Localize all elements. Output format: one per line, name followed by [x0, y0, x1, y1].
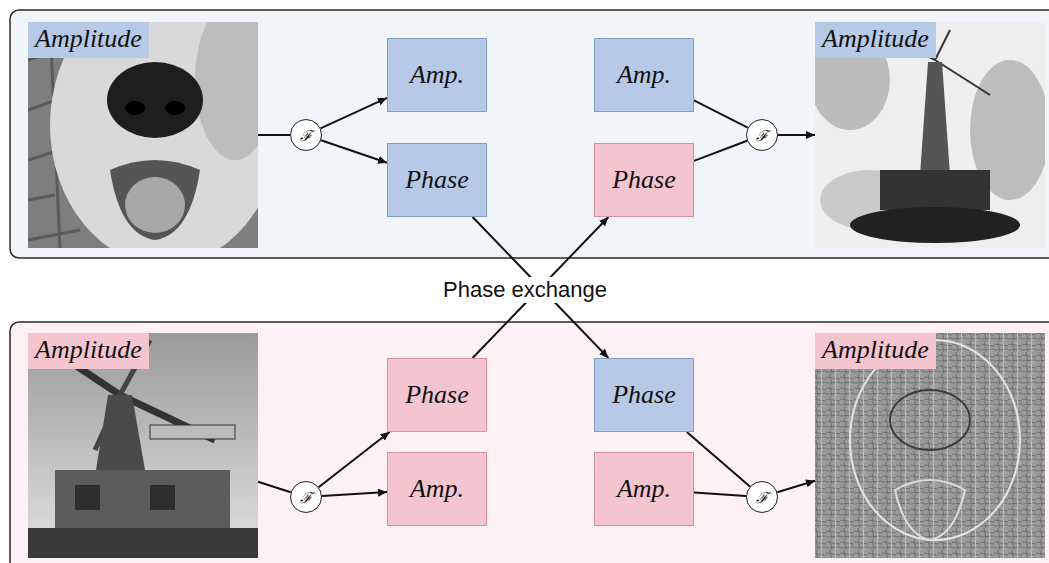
illustration-shape	[895, 480, 965, 540]
component-box: Amp.	[594, 38, 694, 112]
connector-line	[258, 134, 290, 136]
illustration-shape	[890, 390, 970, 450]
component-box: Phase	[387, 358, 487, 432]
component-box: Phase	[594, 358, 694, 432]
dog-image	[28, 22, 258, 248]
exchange-label: Phase exchange	[439, 277, 611, 303]
fourier-symbol: ℱ	[756, 125, 768, 145]
connector-arrow	[322, 492, 387, 496]
illustration-shape	[850, 207, 1020, 243]
box-label: Phase	[405, 380, 469, 410]
illustration-shape	[75, 485, 100, 510]
image-panel: Amplitude	[815, 22, 1045, 248]
illustration-shape	[125, 101, 145, 115]
box-label: Amp.	[410, 474, 464, 504]
illustration-shape	[150, 425, 235, 439]
component-box: Phase	[387, 143, 487, 217]
illustration-shape	[195, 22, 258, 160]
illustration-shape	[110, 160, 200, 240]
connector-line	[694, 492, 746, 496]
bottom-panel	[10, 322, 1049, 563]
image-label: Amplitude	[815, 22, 936, 58]
illustration-shape	[28, 528, 258, 558]
fourier-circle: ℱ	[290, 481, 322, 513]
illustration-shape	[150, 485, 175, 510]
reconstructed-windmill	[815, 22, 1045, 248]
fourier-circle: ℱ	[746, 119, 778, 151]
illustration-shape	[96, 395, 145, 470]
connector-line	[694, 100, 748, 127]
illustration-shape	[55, 470, 230, 530]
box-label: Amp.	[617, 60, 671, 90]
component-box: Amp.	[387, 452, 487, 526]
box-label: Phase	[612, 380, 676, 410]
illustration-shape	[920, 62, 950, 175]
component-box: Amp.	[387, 38, 487, 112]
image-panel: Amplitude	[28, 333, 258, 558]
connector-arrow	[777, 481, 815, 493]
box-label: Phase	[612, 165, 676, 195]
image-label: Amplitude	[815, 333, 936, 369]
image-label: Amplitude	[28, 22, 149, 58]
connector-arrow	[319, 432, 390, 487]
box-label: Phase	[405, 165, 469, 195]
connector-line	[258, 482, 291, 492]
connector-arrow	[321, 98, 388, 128]
illustration-shape	[935, 30, 950, 60]
illustration-shape	[107, 62, 203, 138]
box-label: Amp.	[617, 474, 671, 504]
illustration-shape	[28, 333, 258, 558]
fourier-symbol: ℱ	[756, 487, 768, 507]
image-label: Amplitude	[28, 333, 149, 369]
connector-arrow	[778, 134, 815, 136]
fourier-circle: ℱ	[290, 119, 322, 151]
box-label: Amp.	[410, 60, 464, 90]
illustration-shape	[125, 177, 185, 233]
image-panel: Amplitude	[28, 22, 258, 248]
image-panel: Amplitude	[815, 333, 1045, 558]
fourier-symbol: ℱ	[300, 125, 312, 145]
connector-line	[687, 432, 750, 487]
component-box: Phase	[594, 143, 694, 217]
fourier-circle: ℱ	[746, 481, 778, 513]
fourier-symbol: ℱ	[300, 487, 312, 507]
windmill-image	[28, 333, 258, 558]
illustration-shape	[850, 340, 1020, 540]
connector-arrow	[321, 140, 387, 163]
illustration-shape	[880, 170, 990, 210]
illustration-shape	[165, 101, 185, 115]
component-box: Amp.	[594, 452, 694, 526]
connector-line	[694, 141, 747, 161]
illustration-shape	[815, 333, 1045, 558]
reconstructed-dog	[815, 333, 1045, 558]
